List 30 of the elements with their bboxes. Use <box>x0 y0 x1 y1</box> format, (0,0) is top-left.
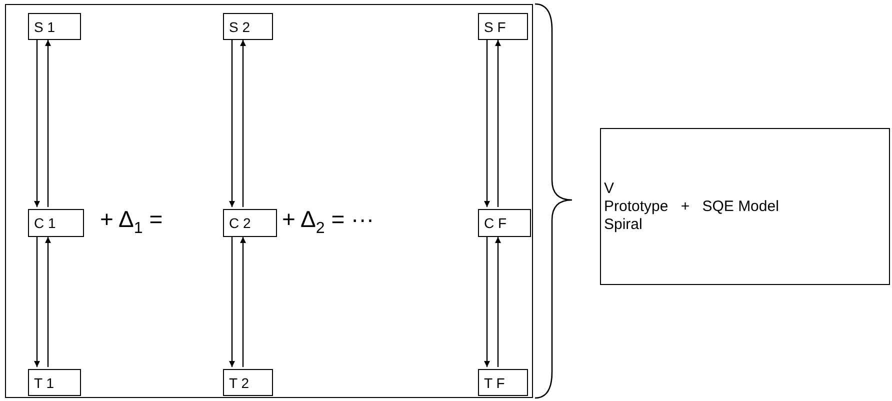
equation-text: + Δ$_{1}$ = <box>100 206 163 238</box>
arrow <box>240 237 246 367</box>
process-box: T 1 <box>28 369 81 396</box>
arrow <box>484 40 490 207</box>
arrow <box>45 40 51 207</box>
arrow <box>34 40 40 207</box>
frame-box <box>5 4 533 398</box>
process-box: C F <box>478 209 531 237</box>
model-text: SQE Model <box>702 198 779 216</box>
process-box: C 1 <box>28 209 84 237</box>
process-box: T 2 <box>223 369 273 396</box>
process-box: T F <box>478 369 528 396</box>
arrow <box>495 237 501 367</box>
process-box: S 2 <box>223 13 273 40</box>
model-box <box>600 128 890 285</box>
model-text: V <box>604 180 614 198</box>
process-box: S F <box>478 13 528 40</box>
equation-text: + Δ$_{2}$ = ··· <box>282 206 374 238</box>
process-box: S 1 <box>28 13 81 40</box>
arrow <box>484 237 490 367</box>
model-text: Spiral <box>604 216 642 234</box>
process-box: C 2 <box>223 209 277 237</box>
arrow <box>34 237 40 367</box>
arrow <box>240 40 246 207</box>
arrow <box>495 40 501 207</box>
model-text: Prototype <box>604 198 668 216</box>
arrow <box>229 40 235 207</box>
arrow <box>229 237 235 367</box>
arrow <box>45 237 51 367</box>
model-text: + <box>680 198 690 216</box>
